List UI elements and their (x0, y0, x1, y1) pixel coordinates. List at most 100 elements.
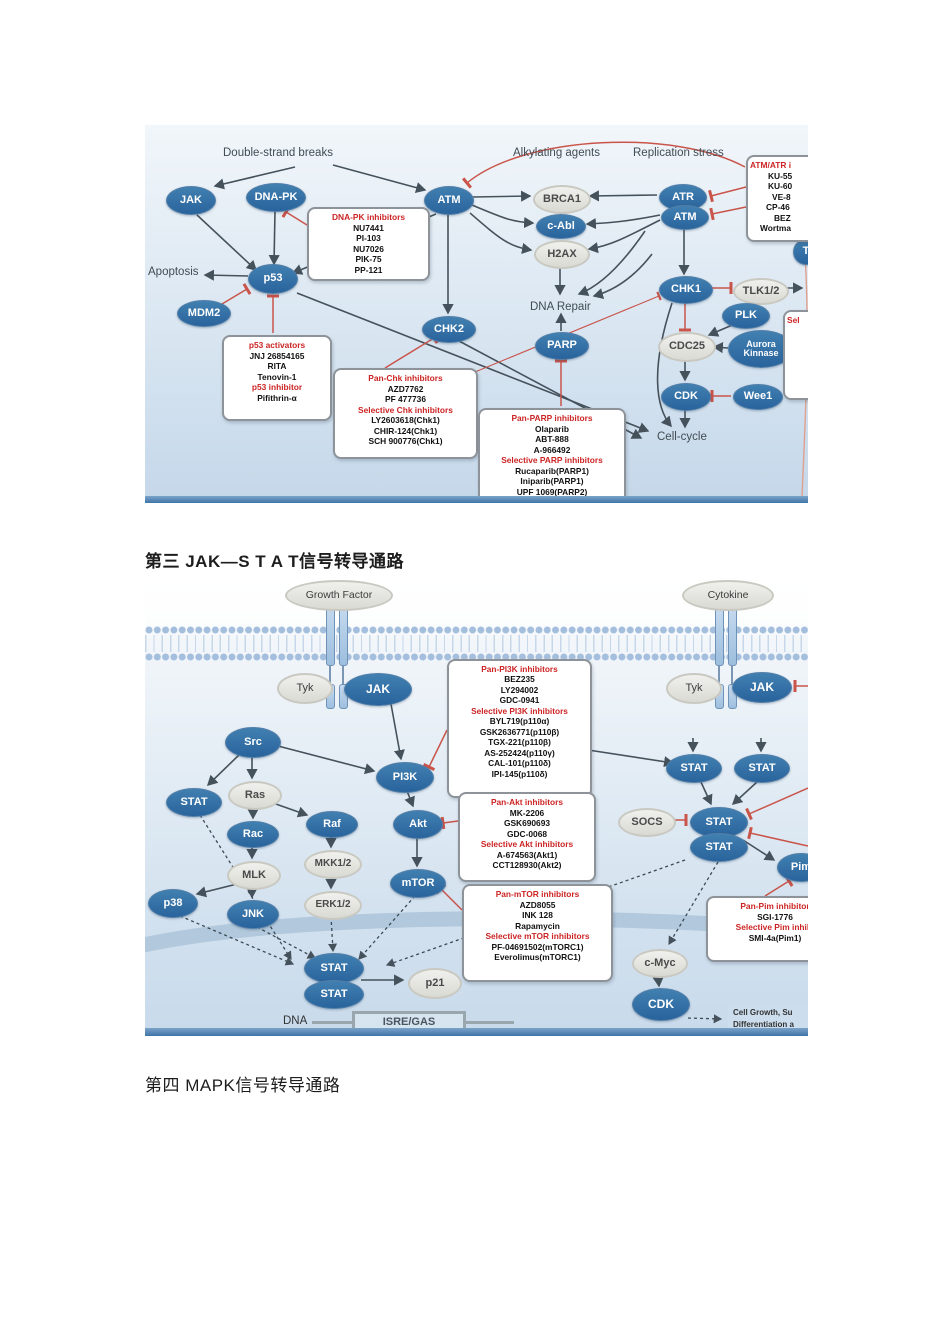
box-pan-pim-inhibitors-partial: Pan-Pim inhibitor SGI-1776 Selective Pim… (706, 896, 808, 962)
box-line: BEZ235 (504, 674, 535, 685)
node-p38: p38 (148, 889, 198, 918)
jak-stat-pathway-diagram: Growth Factor Cytokine Tyk JAK Tyk JAK S… (145, 578, 808, 1036)
box-line: LY294002 (500, 684, 539, 695)
label-double-strand-breaks: Double-strand breaks (223, 147, 333, 159)
diagram-bottom-bar (145, 1028, 808, 1036)
box-line: GSK690693 (503, 818, 551, 829)
box-subtitle: Selective Chk inhibitors (358, 404, 453, 415)
node-pim-partial: Pim (777, 853, 808, 882)
box-atm-atr-inhibitors-partial: ATM/ATR i KU-55 KU-60 VE-8 CP-46 BEZ Wor… (746, 155, 808, 242)
box-line: PP-121 (354, 264, 383, 275)
dna-line (312, 1021, 352, 1024)
box-line: i (787, 354, 808, 365)
node-src: Src (225, 727, 281, 758)
box-subtitle: Selective Akt inhibitors (480, 839, 574, 850)
node-cytokine: Cytokine (682, 580, 774, 611)
node-mtor: mTOR (390, 869, 446, 898)
box-line: AS-252424(p110γ) (484, 747, 555, 758)
box-line: CCT128930(Akt2) (492, 860, 562, 871)
node-partial-t: T (793, 239, 808, 265)
box-pan-parp-inhibitors: Pan-PARP inhibitors Olaparib ABT-888 A-9… (478, 408, 626, 503)
box-pan-chk-inhibitors: Pan-Chk inhibitors AZD7762 PF 477736 Sel… (333, 368, 478, 459)
result-line: Cell Growth, Su (733, 1008, 793, 1017)
node-mkk12: MKK1/2 (304, 850, 362, 879)
node-rac: Rac (227, 821, 279, 848)
box-selective-partial: Sel q i (783, 310, 808, 400)
node-jnk: JNK (227, 900, 279, 929)
box-line: AZD7762 (387, 383, 424, 394)
node-c-abl: c-Abl (536, 214, 586, 239)
node-mdm2: MDM2 (177, 300, 231, 327)
box-pan-akt-inhibitors: Pan-Akt inhibitors MK-2206 GSK690693 GDC… (458, 792, 596, 882)
box-line: SMI-4a(Pim1) (748, 932, 802, 943)
box-line: RITA (267, 361, 287, 372)
box-line: LY2603618(Chk1) (371, 415, 440, 426)
box-line: PIK-75 (355, 254, 382, 265)
receptor-bar (728, 602, 737, 666)
box-title: ATM/ATR i (750, 160, 792, 170)
label-apoptosis: Apoptosis (148, 266, 199, 278)
box-line: KU-55 (768, 170, 793, 181)
box-title: Pan-mTOR inhibitors (495, 889, 580, 899)
node-stat-n2: STAT (304, 980, 364, 1009)
node-c-myc: c-Myc (632, 949, 688, 978)
box-line: AZD8055 (519, 899, 556, 910)
box-line: Pifithrin-α (257, 392, 297, 403)
receptor-stem (329, 665, 331, 685)
box-line: BEZ (774, 212, 791, 223)
box-line: Rucaparib(PARP1) (515, 465, 589, 476)
box-subtitle: Selective PI3K inhibitors (471, 705, 568, 716)
node-raf: Raf (306, 811, 358, 838)
box-line: GDC-0068 (506, 828, 548, 839)
box-title: p53 activators (248, 340, 306, 350)
label-cell-cycle: Cell-cycle (657, 431, 707, 443)
label-alkylating-agents: Alkylating agents (513, 147, 600, 159)
box-line: GSK2636771(p110β) (479, 726, 560, 737)
node-h2ax: H2AX (534, 240, 590, 269)
node-wee1: Wee1 (733, 384, 783, 410)
label-dna-repair: DNA Repair (530, 301, 591, 313)
section-heading-mapk: 第四 MAPK信号转导通路 (145, 1076, 341, 1095)
node-jak-right: JAK (732, 672, 792, 703)
result-line: Differentiation a (733, 1019, 794, 1029)
box-line: VE-8 (772, 191, 791, 202)
box-line: INK 128 (522, 910, 553, 921)
node-erk12: ERK1/2 (304, 891, 362, 920)
node-p21: p21 (408, 968, 462, 999)
box-line: Tenovin-1 (257, 371, 297, 382)
box-line: Everolimus(mTORC1) (494, 952, 581, 963)
box-line: PF 477736 (385, 394, 426, 405)
node-plk: PLK (722, 303, 770, 329)
box-title: Pan-Pim inhibitor (740, 901, 808, 911)
node-socs: SOCS (618, 808, 676, 837)
box-line: A-966492 (533, 444, 571, 455)
node-chk2: CHK2 (422, 316, 476, 343)
node-ras: Ras (228, 781, 282, 810)
box-line: Rapamycin (515, 920, 560, 931)
box-line: CAL-101(p110δ) (488, 758, 551, 769)
box-line: CP-46 (766, 202, 790, 213)
node-tyk-right: Tyk (666, 673, 722, 704)
dna-damage-pathway-diagram: Double-strand breaks Alkylating agents R… (145, 125, 808, 503)
box-line: CHIR-124(Chk1) (373, 425, 438, 436)
box-title: DNA-PK inhibitors (331, 212, 406, 222)
box-line: NU7441 (353, 222, 384, 233)
box-title: Pan-Chk inhibitors (368, 373, 443, 383)
receptor-stem (342, 665, 344, 685)
node-cdk: CDK (661, 383, 711, 411)
receptor-bar (715, 602, 724, 666)
node-p53: p53 (248, 264, 298, 294)
node-atm-right: ATM (661, 205, 709, 230)
node-stat-left: STAT (166, 788, 222, 817)
node-dna-pk: DNA-PK (246, 183, 306, 212)
box-line: ABT-888 (535, 434, 569, 445)
node-brca1: BRCA1 (533, 185, 591, 214)
box-line: NU7026 (353, 243, 384, 254)
node-stat-r2: STAT (734, 754, 790, 783)
box-dna-pk-inhibitors: DNA-PK inhibitors NU7441 PI-103 NU7026 P… (307, 207, 430, 281)
box-line: SCH 900776(Chk1) (368, 436, 443, 447)
box-line: Olaparib (535, 423, 569, 434)
label-replication-stress: Replication stress (633, 147, 724, 159)
box-pan-pi3k-inhibitors: Pan-PI3K inhibitors BEZ235 LY294002 GDC-… (447, 659, 592, 798)
